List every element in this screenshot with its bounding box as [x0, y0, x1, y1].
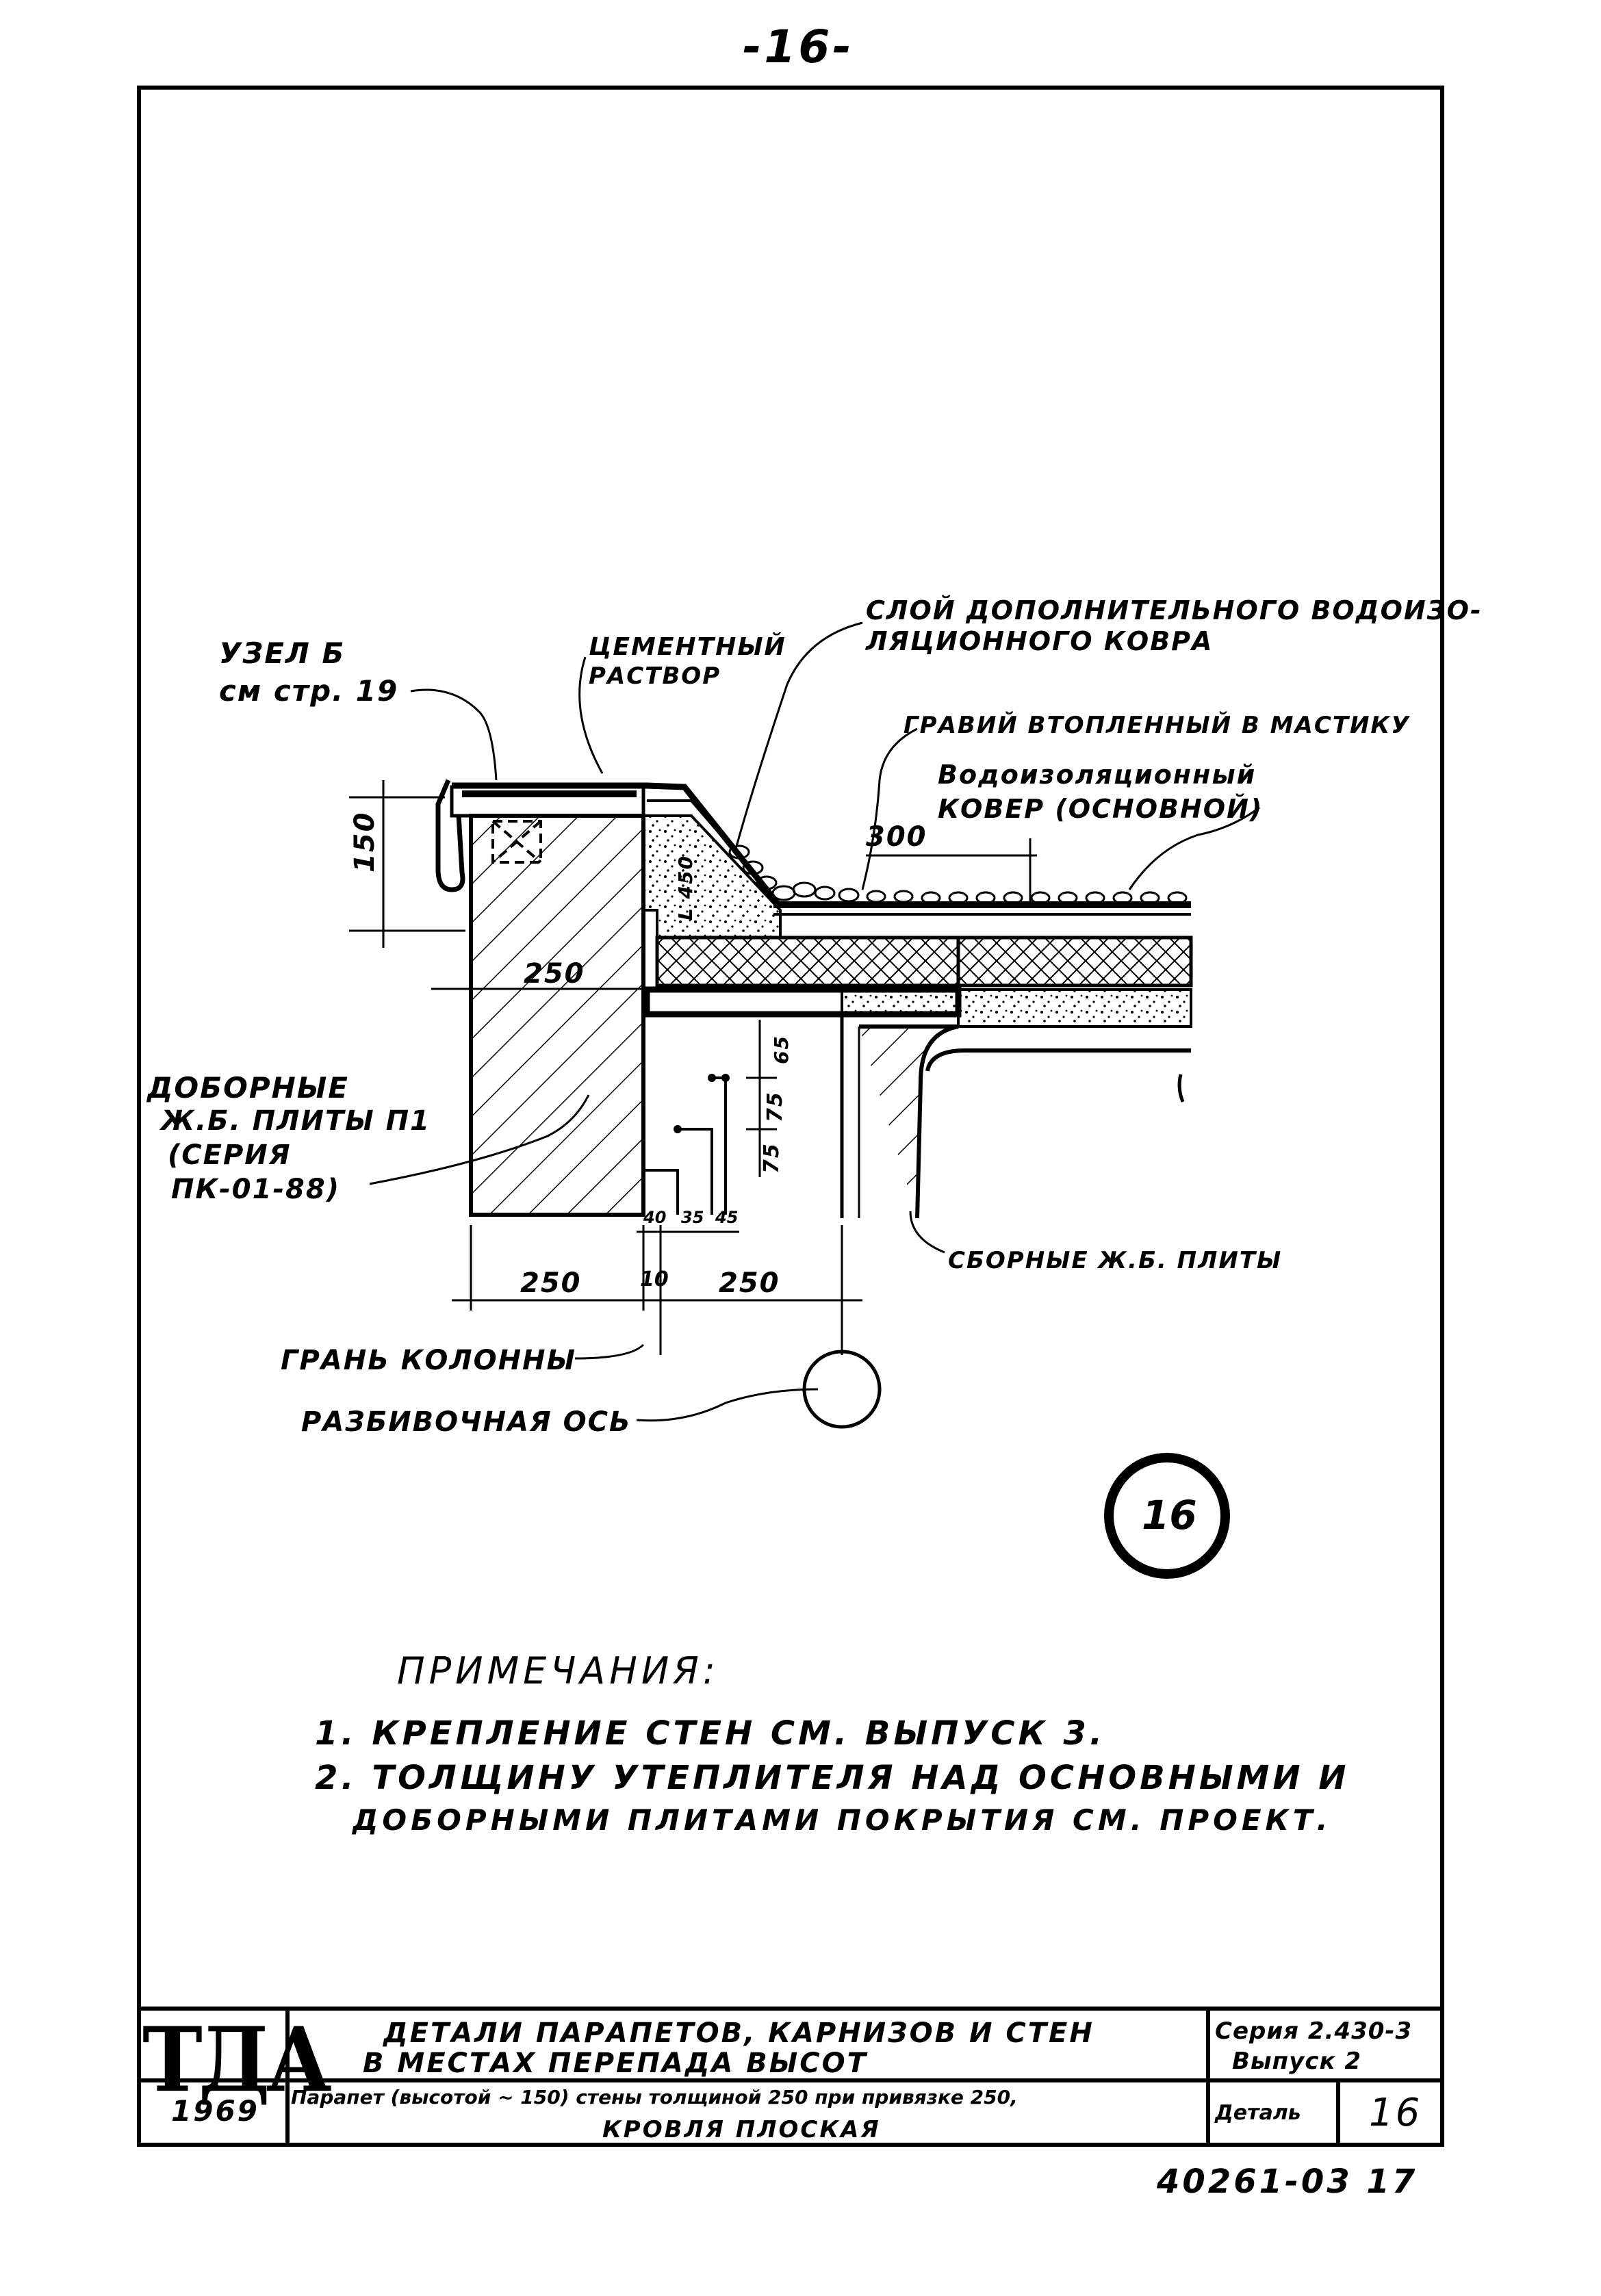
label-gravel: Гравий втопленный в мастику [904, 712, 1411, 739]
note-item-2: 2. Толщину утеплителя над основными и [315, 1759, 1350, 1797]
dim-250-left: 250 [520, 1267, 582, 1299]
publisher-logo: ТДА [142, 2007, 332, 2112]
label-column-face: Грань колонны [281, 1345, 576, 1376]
label-main-carpet-1: Водоизоляционный [938, 760, 1257, 790]
dim-250-right: 250 [719, 1267, 780, 1299]
label-extra-layer-2: ляционного ковра [866, 626, 1214, 656]
note-item-1: 1. Крепление стен см. выпуск 3. [315, 1714, 1106, 1753]
anchor-hook [435, 779, 465, 892]
dimension-lines [349, 780, 1037, 1355]
label-cement-2: раствор [589, 662, 721, 690]
dim-45: 45 [715, 1208, 739, 1227]
dim-250-top: 250 [524, 958, 585, 990]
dim-150: 150 [349, 811, 381, 873]
title-block-series-1: Серия 2.430-3 [1215, 2017, 1413, 2045]
title-block-detail-value: 16 [1369, 2091, 1422, 2135]
title-block-title-1: Детали парапетов, карнизов и стен [383, 2017, 1094, 2049]
label-extra-slabs-3: (серия [168, 1139, 292, 1171]
label-grid-axis: Разбивочная ось [301, 1406, 632, 1438]
detail-marker [1104, 1453, 1230, 1579]
dim-300: 300 [866, 821, 927, 853]
gravel-layer [728, 844, 1188, 905]
detail-marker-number: 16 [1142, 1492, 1197, 1538]
label-extra-slabs-1: Доборные [147, 1071, 349, 1105]
dim-65: 65 [770, 1035, 793, 1064]
sheet-code: 40261-03 17 [1157, 2163, 1418, 2201]
notes-title: Примечания: [397, 1649, 719, 1692]
dim-450: L 450 [674, 854, 697, 920]
dim-75a: 75 [763, 1091, 787, 1122]
title-block-series-2: Выпуск 2 [1232, 2048, 1362, 2075]
label-precast-slabs: Сборные ж.б. плиты [948, 1247, 1283, 1274]
precast-slab [841, 988, 1192, 1028]
title-block-subtitle-1: Парапет (высотой ~ 150) стены толщиной 2… [291, 2086, 1018, 2108]
title-block-subtitle-2: кровля плоская [602, 2116, 881, 2143]
label-extra-layer-1: Слой дополнительного водоизо- [866, 595, 1483, 625]
wall-section [469, 814, 645, 1217]
dim-35: 35 [681, 1208, 704, 1227]
label-cement-1: Цементный [589, 633, 786, 661]
title-block-detail-label: Деталь [1215, 2101, 1301, 2125]
label-extra-slabs-4: ПК-01-88) [171, 1174, 340, 1205]
dim-75b: 75 [760, 1142, 784, 1174]
label-main-carpet-2: ковер (основной) [938, 794, 1264, 824]
insulation-layer [655, 936, 1193, 988]
label-node-ref-2: см стр. 19 [219, 674, 399, 708]
dim-40: 40 [643, 1208, 667, 1227]
slab-rib [859, 1024, 959, 1219]
drawing-frame [137, 86, 1444, 2147]
label-node-ref-1: Узел Б [219, 636, 346, 670]
leader-lines [369, 621, 1260, 1422]
dim-10: 10 [640, 1267, 669, 1291]
label-extra-slabs-2: ж.б. плиты П1 [161, 1105, 431, 1137]
title-block-year: 1969 [171, 2094, 259, 2128]
title-block-title-2: в местах перепада высот [363, 2048, 868, 2079]
title-block-lines [137, 2007, 1444, 2147]
grid-axis-circle [802, 1350, 882, 1429]
page-number: -16- [743, 21, 854, 73]
note-item-3: доборными плитами покрытия см. проект. [353, 1803, 1332, 1837]
